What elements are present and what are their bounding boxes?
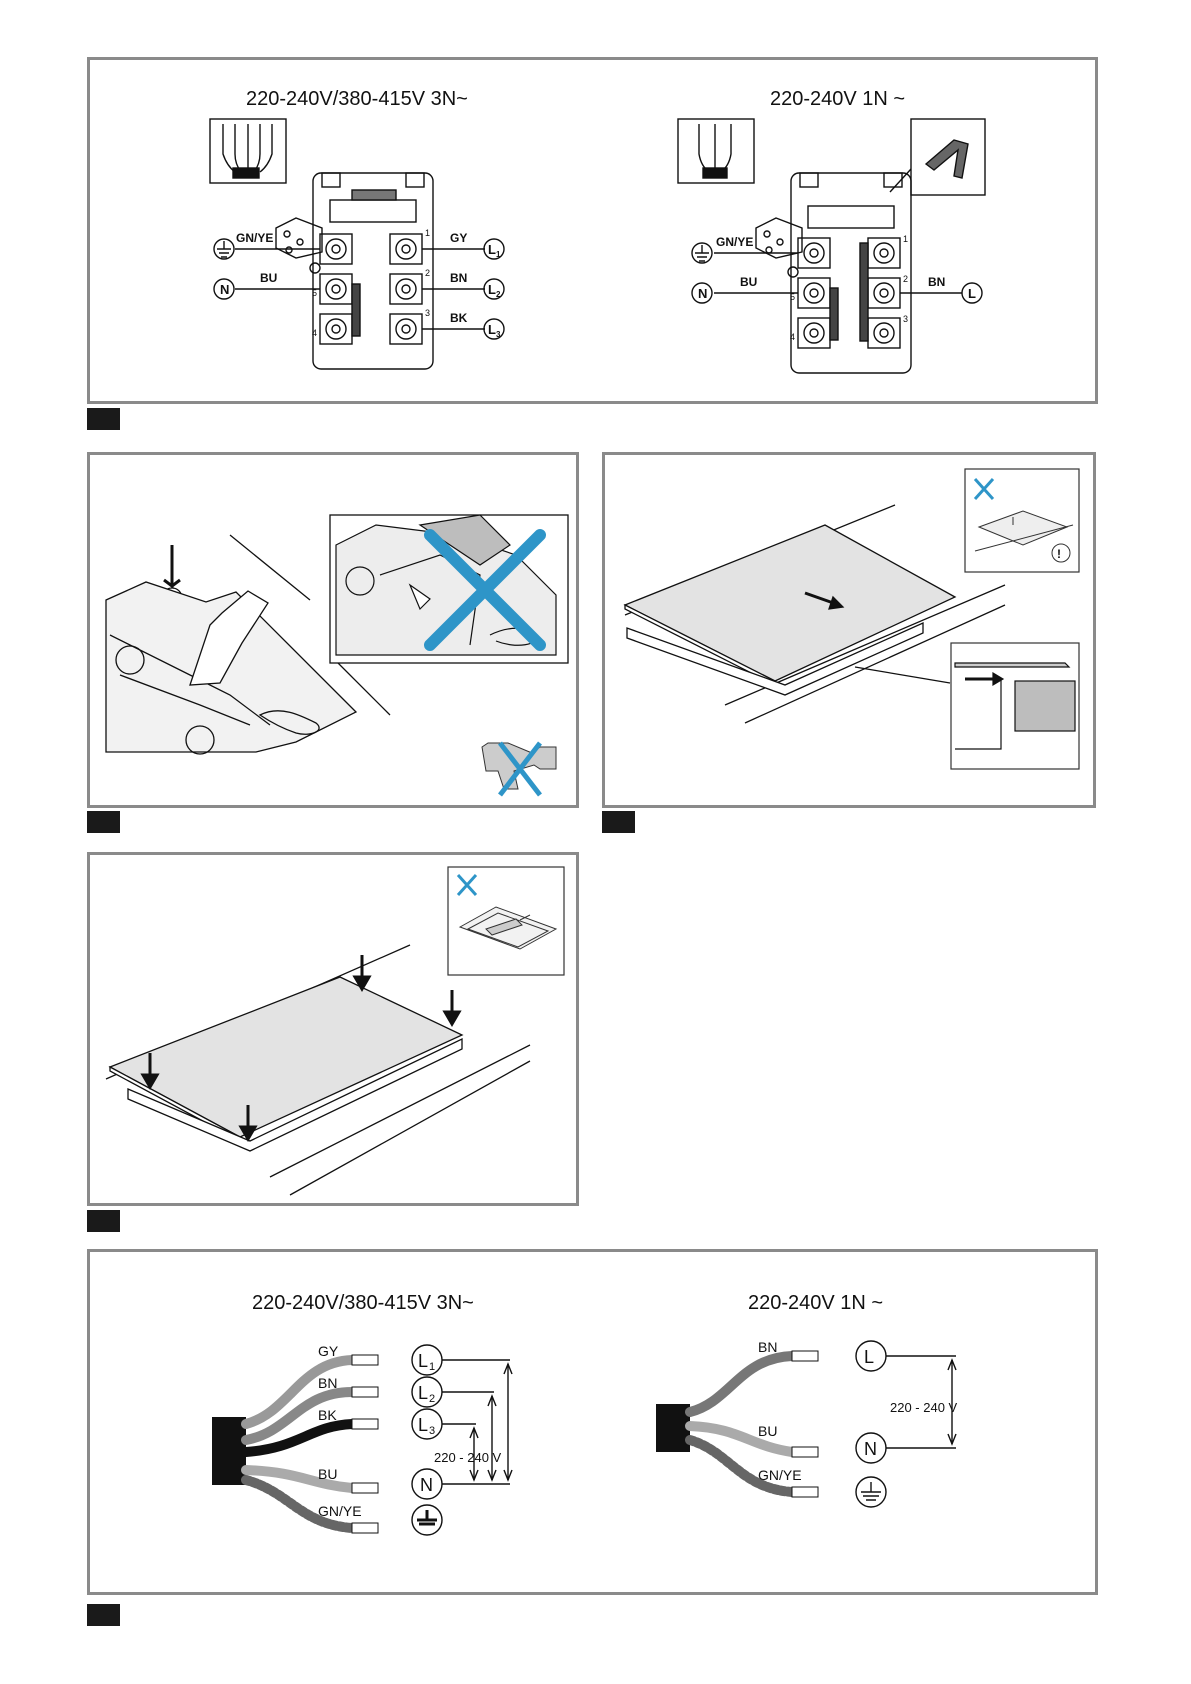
screw-fixing-illustration [90, 455, 576, 805]
num-right-1: 1 [903, 234, 908, 244]
wire-right-bn: BN [758, 1339, 777, 1355]
terminal5-left-l3: L [418, 1415, 428, 1435]
label-left-gy: GY [450, 231, 467, 245]
panel-hob-alignment: ! [602, 452, 1096, 808]
terminal-right-l: L [968, 286, 976, 301]
wire-left-bn: BN [318, 1375, 337, 1391]
label-left-bk: BK [450, 311, 468, 325]
wire-left-gy: GY [318, 1343, 339, 1359]
num-left-5: 5 [312, 288, 317, 298]
figure-tag-2 [87, 811, 120, 833]
label-right-gnye: GN/YE [716, 235, 753, 249]
figure-tag-1 [87, 408, 120, 430]
terminal5-right-n: N [864, 1439, 877, 1459]
label-left-bn: BN [450, 271, 467, 285]
terminal5-left-l1: L [418, 1351, 428, 1371]
num-left-4: 4 [312, 328, 317, 338]
label-left-gnye: GN/YE [236, 231, 273, 245]
panel-terminal-wiring: 220-240V/380-415V 3N~ 220-240V 1N ~ [87, 57, 1098, 404]
wire-right-gnye: GN/YE [758, 1467, 802, 1483]
terminal-diagrams: GN/YE BU GY BN BK N L 1 L 2 L 3 1 2 3 4 … [90, 60, 1095, 401]
terminal-right-n: N [698, 286, 707, 301]
label-right-bu: BU [740, 275, 757, 289]
num-right-2: 2 [903, 274, 908, 284]
cable-diagrams: GY BN BK BU GN/YE L 1 L 2 L 3 N 220 - 24… [90, 1252, 1095, 1592]
earth-plate-left [276, 218, 322, 258]
terminal5-left-l2-sub: 2 [429, 1393, 435, 1405]
wire-left-bk: BK [318, 1407, 337, 1423]
terminal-left-l2: L [488, 282, 496, 297]
terminal-left-l3-sub: 3 [496, 330, 501, 339]
earth-plate-right [756, 218, 802, 258]
wire-left-bu: BU [318, 1466, 337, 1482]
wire-left-gnye: GN/YE [318, 1503, 362, 1519]
terminal-left-l3: L [488, 322, 496, 337]
num-left-1: 1 [425, 228, 430, 238]
voltage-right: 220 - 240 V [890, 1400, 958, 1415]
figure-tag-4 [87, 1210, 120, 1232]
num-left-2: 2 [425, 268, 430, 278]
screws-right [798, 238, 900, 348]
num-left-3: 3 [425, 308, 430, 318]
terminal5-right-l: L [864, 1347, 874, 1367]
num-right-4: 4 [790, 332, 795, 342]
screws-left [320, 234, 422, 344]
terminal5-left-l1-sub: 1 [429, 1361, 435, 1373]
panel-screw-fixing [87, 452, 579, 808]
cable-sheath-left [212, 1417, 246, 1485]
voltage-left: 220 - 240 V [434, 1450, 502, 1465]
terminal-block-right [791, 173, 911, 373]
terminal-block-left [313, 173, 433, 369]
panel-cable-colours: 220-240V/380-415V 3N~ 220-240V 1N ~ [87, 1249, 1098, 1595]
terminal-left-l1-sub: 1 [496, 250, 501, 259]
cordless-screwdriver-icon [482, 743, 556, 795]
figure-tag-5 [87, 1604, 120, 1626]
wire-right-bu: BU [758, 1423, 777, 1439]
hob-alignment-illustration: ! [605, 455, 1093, 805]
num-right-5: 5 [790, 292, 795, 302]
terminal5-left-l3-sub: 3 [429, 1425, 435, 1437]
cable-sheath-right [656, 1404, 690, 1452]
num-right-3: 3 [903, 314, 908, 324]
terminal5-left-l2: L [418, 1383, 428, 1403]
terminal-left-l1: L [488, 242, 496, 257]
press-hob-illustration [90, 855, 576, 1203]
warning-icon: ! [1057, 547, 1061, 561]
label-left-bu: BU [260, 271, 277, 285]
panel-press-hob [87, 852, 579, 1206]
terminal5-left-n: N [420, 1475, 433, 1495]
terminal-left-l2-sub: 2 [496, 290, 501, 299]
label-right-bn: BN [928, 275, 945, 289]
figure-tag-3 [602, 811, 635, 833]
terminal-left-n: N [220, 282, 229, 297]
